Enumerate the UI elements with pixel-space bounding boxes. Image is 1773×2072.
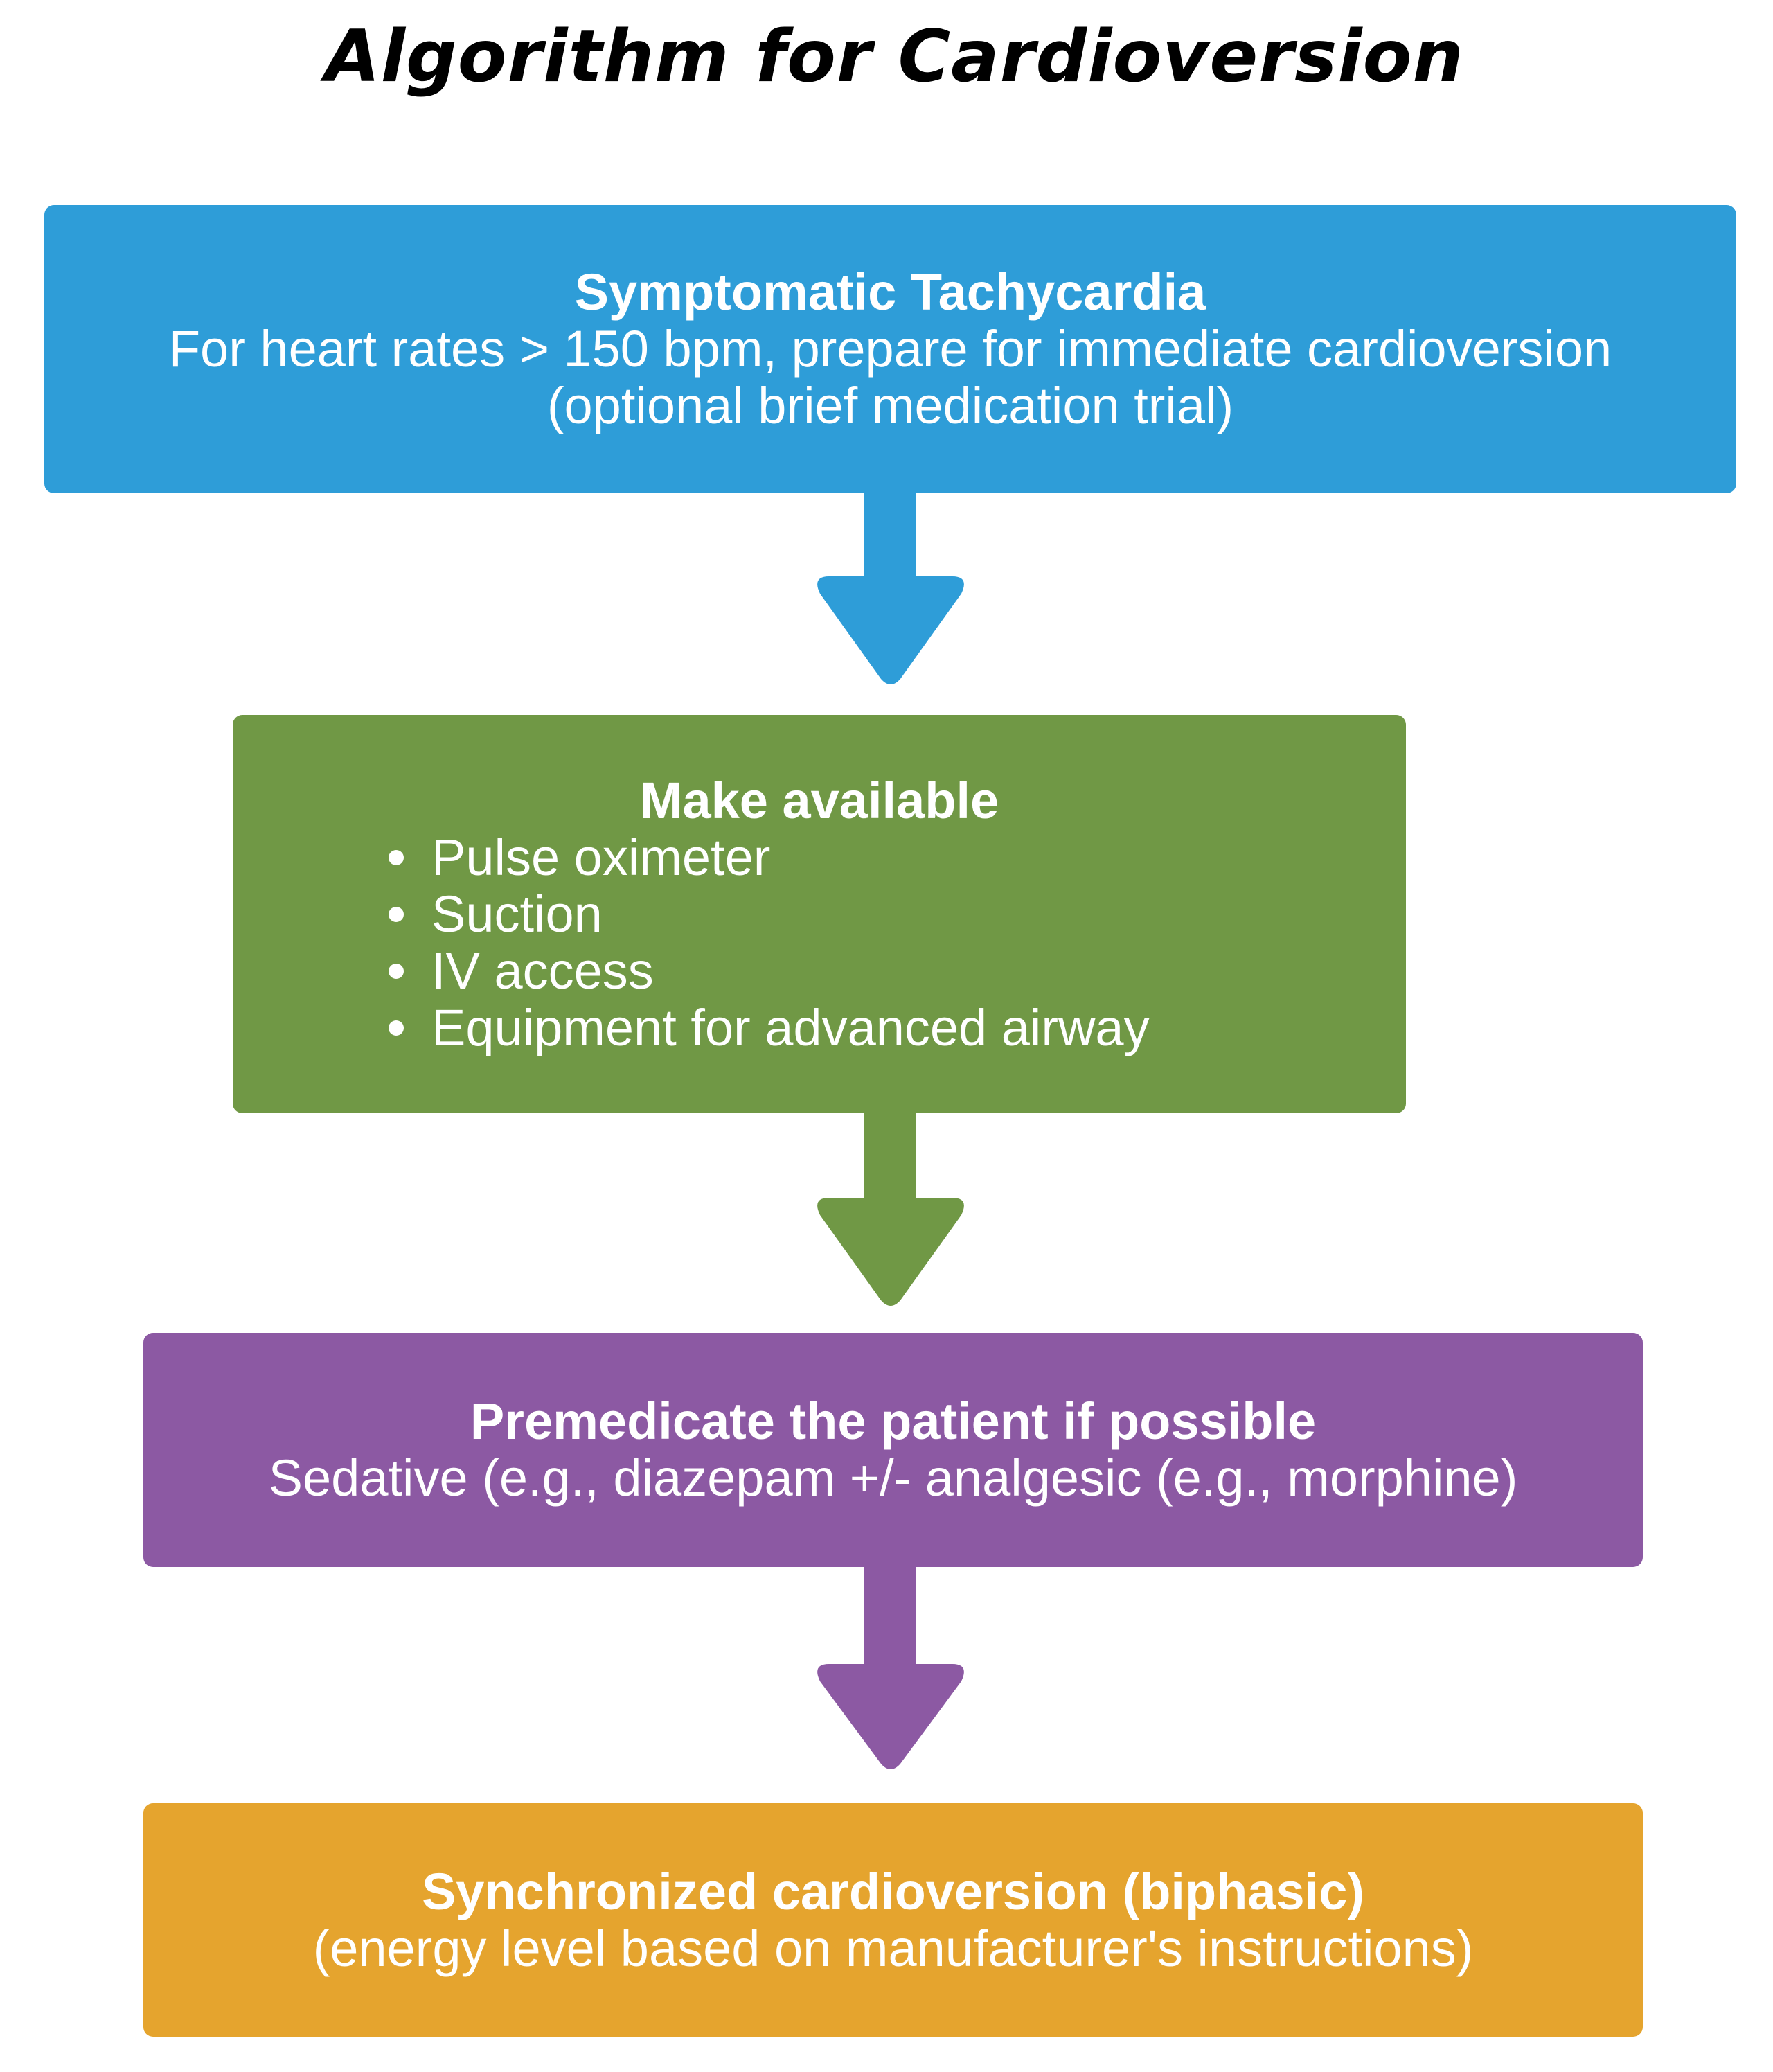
step-text-line: For heart rates > 150 bpm, prepare for i… (168, 320, 1612, 378)
step-heading: Synchronized cardioversion (biphasic) (421, 1862, 1365, 1920)
arrow-down-icon (817, 1113, 964, 1306)
step-synchronized-cardioversion: Synchronized cardioversion (biphasic) (e… (143, 1803, 1643, 2037)
bullet-icon (389, 1020, 404, 1036)
list-item-text: Pulse oximeter (431, 828, 771, 886)
step-premedicate: Premedicate the patient if possible Seda… (143, 1333, 1643, 1567)
bullet-icon (389, 849, 404, 865)
bullet-icon (389, 963, 404, 979)
step-text-line: (energy level based on manufacturer's in… (312, 1919, 1474, 1977)
list-item: Equipment for advanced airway (389, 998, 1150, 1056)
list-item: IV access (389, 941, 1150, 1000)
arrow-down-icon (817, 1567, 964, 1769)
list-item-text: IV access (431, 941, 654, 1000)
step-text-line: Sedative (e.g., diazepam +/- analgesic (… (268, 1449, 1518, 1507)
equipment-list: Pulse oximeter Suction IV access Equipme… (389, 829, 1150, 1056)
step-make-available: Make available Pulse oximeter Suction IV… (233, 715, 1406, 1113)
bullet-icon (389, 906, 404, 922)
list-item-text: Equipment for advanced airway (431, 998, 1150, 1056)
list-item-text: Suction (431, 885, 603, 943)
list-item: Pulse oximeter (389, 829, 1150, 886)
list-item: Suction (389, 885, 1150, 943)
arrow-down-icon (817, 493, 964, 684)
step-heading: Premedicate the patient if possible (470, 1392, 1317, 1450)
step-text-line: (optional brief medication trial) (546, 377, 1234, 434)
step-heading: Symptomatic Tachycardia (574, 263, 1206, 321)
diagram-title: Algorithm for Cardioversion (325, 15, 1464, 98)
step-heading: Make available (639, 771, 999, 829)
step-symptomatic-tachycardia: Symptomatic Tachycardia For heart rates … (44, 205, 1736, 493)
